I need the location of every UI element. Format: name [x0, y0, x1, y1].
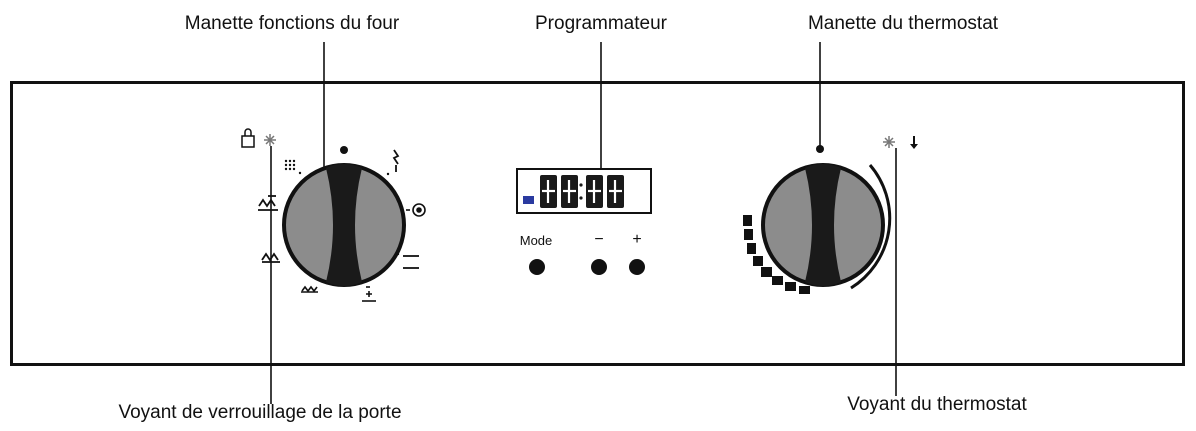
thermostat-scale [743, 215, 810, 294]
callout-door-lock-light: Voyant de verrouillage de la porte [118, 402, 402, 423]
thermostat-knob-marker [816, 145, 824, 153]
mode-button[interactable] [529, 259, 545, 275]
minus-button[interactable] [591, 259, 607, 275]
mode-button-label: Mode [519, 233, 553, 248]
callout-thermostat-light: Voyant du thermostat [847, 394, 1027, 415]
callout-function-knob: Manette fonctions du four [184, 13, 400, 34]
bottom-heat-fan-icon [362, 286, 376, 302]
grill-icon [284, 159, 302, 175]
plus-button[interactable] [629, 259, 645, 275]
bottom-heat-icon [301, 285, 318, 293]
function-knob[interactable] [282, 163, 406, 287]
minus-button-label: − [594, 231, 604, 248]
fan-heating-icon [406, 203, 426, 217]
thermostat-arc [850, 164, 892, 290]
thermostat-fan-icon [883, 136, 895, 148]
thermostat-knob[interactable] [761, 163, 885, 287]
fan-icon [264, 134, 276, 146]
callout-thermostat-knob: Manette du thermostat [807, 13, 999, 34]
grill-fan-icon [258, 195, 278, 211]
programmer-display [516, 168, 652, 214]
top-bottom-heat-icon [396, 252, 419, 269]
function-knob-marker [340, 146, 348, 154]
defrost-icon [386, 149, 400, 176]
lock-icon [241, 128, 255, 148]
half-grill-icon [261, 252, 280, 263]
oven-control-panel [10, 81, 1185, 366]
thermometer-icon [910, 136, 918, 149]
plus-button-label: + [632, 231, 642, 248]
callout-programmer: Programmateur [535, 13, 667, 34]
